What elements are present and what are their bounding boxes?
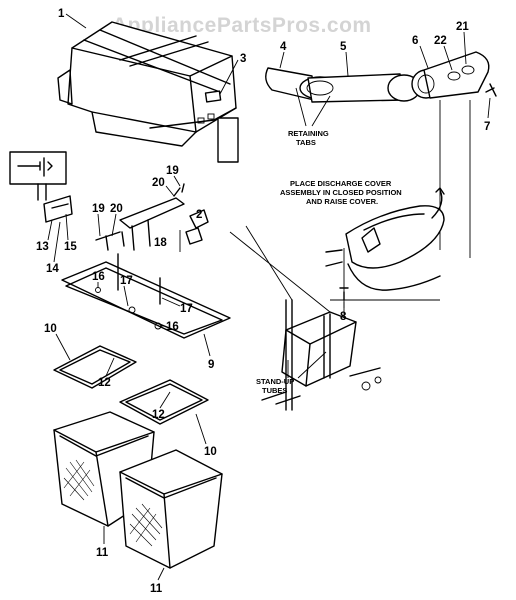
callout-13: 13 <box>36 241 49 253</box>
callout-7: 7 <box>484 121 490 133</box>
bag-frame-left <box>53 345 137 389</box>
callout-4: 4 <box>280 41 287 53</box>
annotation-notes: RETAINING TABS PLACE DISCHARGE COVER ASS… <box>256 129 402 395</box>
callout-5: 5 <box>340 41 347 53</box>
note-standup-line1: STAND-UP <box>256 377 294 386</box>
note-discharge-line3: AND RAISE COVER. <box>306 197 378 206</box>
callout-9: 9 <box>208 359 214 371</box>
callout-21: 21 <box>456 21 469 33</box>
callout-20-left: 20 <box>110 203 123 215</box>
watermark-text: AppliancePartsPros.com <box>112 14 372 37</box>
chute-tubes <box>265 67 421 127</box>
callout-19-left: 19 <box>92 203 105 215</box>
callout-1: 1 <box>58 8 65 20</box>
callout-3: 3 <box>240 53 246 65</box>
callout-6: 6 <box>412 35 418 47</box>
callout-12-lower: 12 <box>152 409 165 421</box>
inset-detail-hardware <box>9 151 73 223</box>
bag-frame-right <box>119 379 209 425</box>
callout-16-lower: 16 <box>166 321 179 333</box>
stand-up-tubes-assembly <box>229 225 382 411</box>
callout-20-top: 20 <box>152 177 165 189</box>
callout-10-lower: 10 <box>204 446 217 458</box>
bag-frame <box>61 253 231 339</box>
callout-10-upper: 10 <box>44 323 57 335</box>
callout-11-left: 11 <box>96 547 109 559</box>
note-discharge-line2: ASSEMBLY IN CLOSED POSITION <box>280 188 402 197</box>
callout-14: 14 <box>46 263 59 275</box>
callout-22: 22 <box>434 35 447 47</box>
callout-17-right: 17 <box>180 303 193 315</box>
callout-19-top: 19 <box>166 165 179 177</box>
note-discharge-line1: PLACE DISCHARGE COVER <box>290 179 392 188</box>
note-retaining-tabs-line2: TABS <box>296 138 316 147</box>
callout-15: 15 <box>64 241 77 253</box>
callout-8: 8 <box>340 311 347 323</box>
callout-16-upper: 16 <box>92 271 105 283</box>
note-standup-line2: TUBES <box>262 386 287 395</box>
callout-2: 2 <box>196 209 202 221</box>
callout-18: 18 <box>154 237 167 249</box>
callout-12-upper: 12 <box>98 377 111 389</box>
note-retaining-tabs-line1: RETAINING <box>288 129 329 138</box>
callout-11-right: 11 <box>150 583 163 595</box>
callout-17-left: 17 <box>120 275 133 287</box>
frame-bracket-assembly <box>95 183 209 252</box>
discharge-adapter <box>411 51 497 258</box>
bagger-top-cover <box>57 21 239 163</box>
bag-right <box>119 449 223 569</box>
callout-numbers: 1 3 4 5 6 22 21 7 19 20 2 18 19 20 13 15… <box>36 8 491 595</box>
